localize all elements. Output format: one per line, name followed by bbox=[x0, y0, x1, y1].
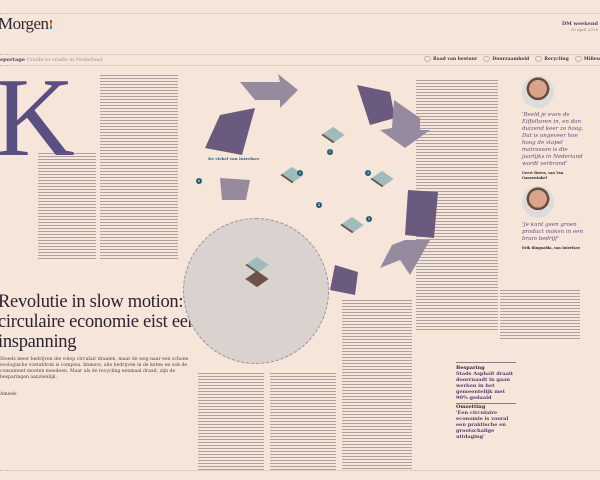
lede: Steeds meer bedrijven die volop circulai… bbox=[0, 357, 189, 380]
step-badge: 5 bbox=[366, 216, 372, 222]
step-badge: 1 bbox=[327, 149, 333, 155]
heart-icon[interactable] bbox=[483, 56, 491, 62]
bottom-rule bbox=[0, 470, 600, 471]
tag-label: Recycling bbox=[544, 56, 569, 62]
step-badge: 3 bbox=[365, 170, 371, 176]
step-badge: 4 bbox=[316, 202, 322, 208]
tag-item[interactable]: Recycling bbox=[535, 56, 569, 62]
top-rule bbox=[0, 13, 600, 14]
recycle-arrows bbox=[205, 74, 438, 295]
pull-quote: 'Beeld je even de Eiffeltoren in, en dan… bbox=[522, 112, 584, 167]
step-badge: 2 bbox=[297, 170, 303, 176]
heart-icon[interactable] bbox=[423, 56, 431, 62]
tag-item[interactable]: Raad van bestuur bbox=[423, 56, 478, 62]
tag-label: Milieu bbox=[583, 56, 600, 62]
body-column bbox=[500, 290, 580, 340]
arrow-shape bbox=[357, 85, 395, 125]
fact-text: 'Een circulaire economie is vooral een p… bbox=[456, 410, 509, 440]
quote-column: 'Beeld je even de Eiffeltoren in, en dan… bbox=[522, 76, 586, 257]
arrow-shape bbox=[405, 190, 438, 238]
body-column bbox=[198, 373, 264, 470]
tag-item[interactable]: Milieu bbox=[574, 56, 600, 62]
arrow-shape bbox=[240, 74, 298, 108]
heart-icon[interactable] bbox=[535, 56, 543, 62]
logo-text: Morgen bbox=[0, 14, 49, 33]
section-label: eportage Cradle-to-cradle in Nederland bbox=[0, 57, 103, 63]
logo-dots-icon bbox=[49, 20, 52, 29]
step-badge: 6 bbox=[196, 178, 202, 184]
section-bottom-rule bbox=[0, 65, 600, 66]
quote-attribution: Geert Breus, van Van Gansewinkel bbox=[522, 171, 564, 180]
avatar bbox=[522, 186, 554, 218]
avatar bbox=[522, 76, 554, 108]
tag-item[interactable]: Duurzaamheid bbox=[483, 56, 529, 62]
arrow-shape bbox=[380, 100, 430, 148]
body-column bbox=[342, 300, 412, 470]
body-column bbox=[270, 373, 336, 470]
edition-date: 20 april 2019 bbox=[570, 27, 598, 32]
masthead-logo[interactable]: Morgen bbox=[0, 14, 52, 34]
author: Ameels bbox=[0, 392, 17, 397]
tag-label: Duurzaamheid bbox=[492, 56, 530, 62]
body-column bbox=[38, 153, 96, 260]
infographic-title: De cirkel van Interface bbox=[208, 156, 260, 161]
section-title: Cradle-to-cradle in Nederland bbox=[26, 57, 103, 63]
tag-list: Raad van bestuur Duurzaamheid Recycling … bbox=[423, 56, 600, 62]
section-rule bbox=[0, 54, 600, 55]
quote-attribution: Erik Ringnalda, van Interface bbox=[522, 246, 581, 250]
fact-title: Besparing bbox=[456, 365, 485, 371]
arrow-shape bbox=[220, 178, 250, 200]
section-kicker: eportage bbox=[0, 57, 25, 63]
edition-name: DM weekend bbox=[561, 21, 598, 27]
tag-label: Raad van bestuur bbox=[432, 56, 478, 62]
body-column bbox=[100, 75, 178, 260]
heart-icon[interactable] bbox=[574, 56, 582, 62]
fact-title: Omzetting bbox=[456, 403, 516, 410]
arrow-shape bbox=[330, 265, 358, 295]
fact-box: Besparing Stads Asphalt draait doorrnaad… bbox=[456, 362, 516, 440]
arrow-shape bbox=[205, 108, 255, 155]
headline: Revolutie in slow motion: de circulaire … bbox=[0, 292, 237, 352]
pull-quote: 'Je kunt geen groen product maken in een… bbox=[522, 222, 584, 242]
detail-circle bbox=[183, 218, 329, 364]
arrow-shape bbox=[380, 240, 430, 275]
fact-text: Stads Asphalt draait doorrnaadt in gaan … bbox=[456, 371, 514, 401]
